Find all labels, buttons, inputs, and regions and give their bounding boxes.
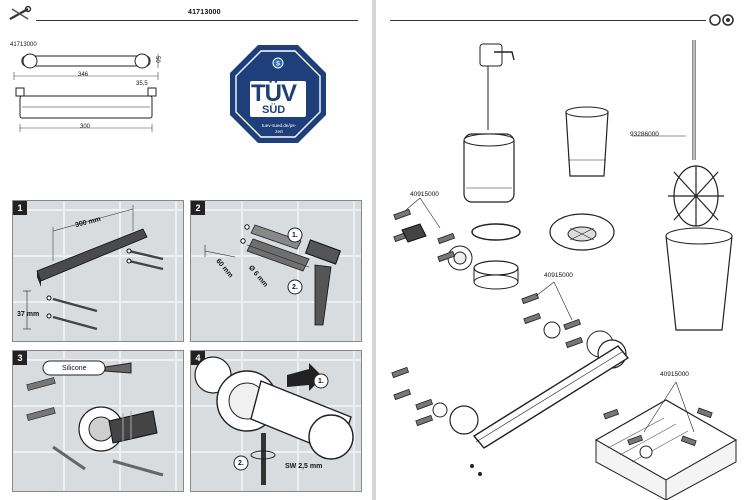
dim-height: 50 [154, 56, 160, 63]
step-4-wrench-size: SW 2,5 mm [285, 463, 323, 470]
step-2-illustration [204, 224, 342, 326]
dim-overall-length: 346 [78, 72, 89, 78]
header-rule-right [390, 20, 706, 21]
step-3-silicone-label: Silicone [62, 365, 87, 372]
part-screwset-a: 40915000 [410, 191, 439, 198]
step-3-panel: 3 Silicone [12, 350, 184, 492]
dim-depth: 35,5 [136, 81, 148, 87]
svg-text:S: S [276, 62, 280, 68]
step-1-illustration [23, 205, 164, 331]
dimension-drawing [13, 53, 159, 132]
step-2-sub-1: 1. [292, 232, 298, 239]
cert-sub: SÜD [262, 104, 286, 116]
step-2-number: 2 [191, 201, 205, 215]
step-2-panel: 2 1. 2. 60 mm Ø 6 mm [190, 200, 362, 342]
part-screwset-c: 40915000 [660, 371, 689, 378]
page-divider [372, 0, 376, 500]
step-1-panel: 1 300 mm 37 mm [12, 200, 184, 342]
step-1-dim-b: 37 mm [17, 311, 40, 318]
header-code: 41713000 [188, 9, 221, 16]
step-1-number: 1 [13, 201, 27, 215]
wrench-pair-icon [709, 14, 734, 26]
step-2-sub-2: 2. [292, 284, 298, 291]
step-4-sub-1: 1. [318, 378, 324, 385]
part-brush: 93286000 [630, 131, 659, 138]
cert-main: TÜV [251, 80, 297, 107]
cert-url: tuev-sued.de/ps-zert [261, 123, 297, 134]
step-4-sub-2: 2. [238, 460, 244, 467]
header-rule [36, 20, 358, 21]
step-4-panel: 4 1. 2. SW 2,5 mm [190, 350, 362, 492]
dim-mount-spacing: 300 [80, 124, 91, 130]
right-page: 40915000 40915000 40915000 93286000 [376, 0, 748, 500]
part-screwset-b: 40915000 [544, 272, 573, 279]
step-3-number: 3 [13, 351, 27, 365]
left-page: 41713000 41713000 346 50 35,5 300 S TÜV … [0, 0, 372, 500]
step-3-illustration [26, 360, 164, 477]
product-label: 41713000 [10, 42, 37, 48]
step-4-illustration [194, 356, 354, 485]
exploded-view [391, 40, 738, 500]
tool-icon [9, 5, 32, 20]
certification-badge: S [230, 45, 326, 143]
